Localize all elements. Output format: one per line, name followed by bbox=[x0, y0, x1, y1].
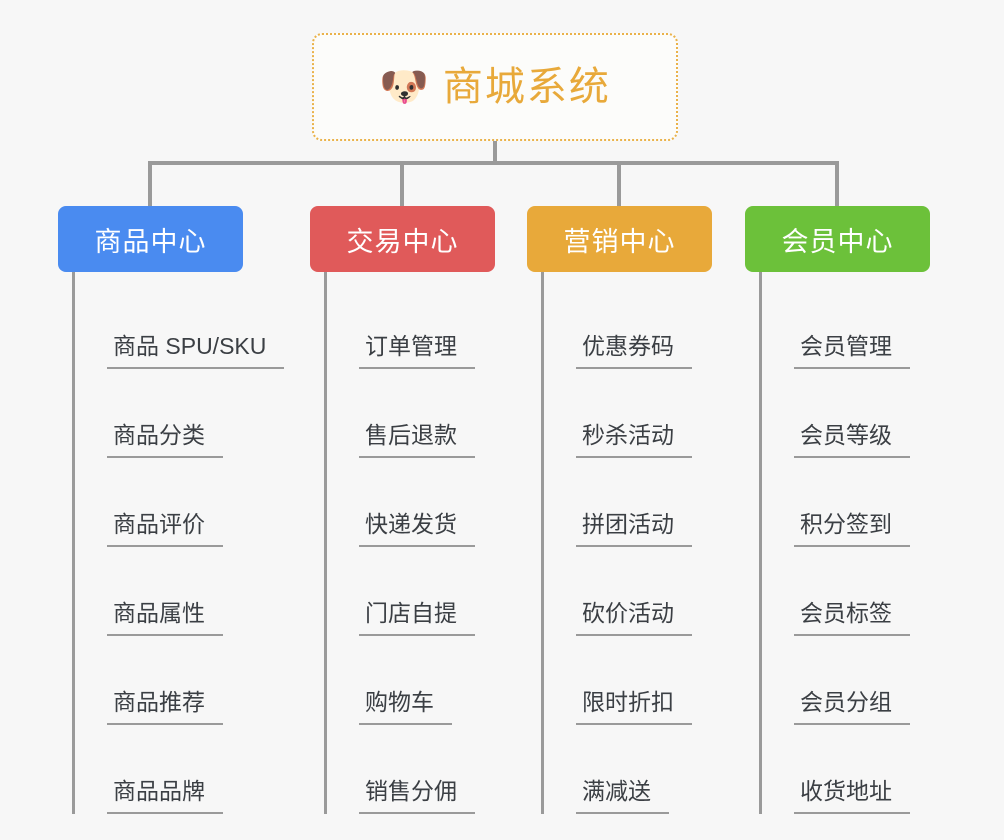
leaf-label: 售后退款 bbox=[359, 422, 475, 458]
leaf-label: 会员分组 bbox=[794, 689, 910, 725]
connector-horizontal-bus bbox=[148, 161, 839, 165]
leaf-label: 会员管理 bbox=[794, 333, 910, 369]
leaf-label: 秒杀活动 bbox=[576, 422, 692, 458]
leaf-label: 商品分类 bbox=[107, 422, 223, 458]
leaf-label: 商品 SPU/SKU bbox=[107, 333, 285, 369]
category-column-trade: 交易中心 订单管理 售后退款 快递发货 门店自提 购物车 销售分佣 bbox=[310, 206, 540, 814]
category-header-member[interactable]: 会员中心 bbox=[745, 206, 930, 272]
list-item[interactable]: 限时折扣 bbox=[544, 636, 757, 725]
leaf-label: 收货地址 bbox=[794, 778, 910, 814]
list-item[interactable]: 积分签到 bbox=[762, 458, 975, 547]
leaf-label: 商品品牌 bbox=[107, 778, 223, 814]
category-column-member: 会员中心 会员管理 会员等级 积分签到 会员标签 会员分组 收货地址 bbox=[745, 206, 975, 814]
list-item[interactable]: 拼团活动 bbox=[544, 458, 757, 547]
leaf-label: 满减送 bbox=[576, 778, 669, 814]
leaf-label: 优惠券码 bbox=[576, 333, 692, 369]
list-item[interactable]: 销售分佣 bbox=[327, 725, 540, 814]
list-item[interactable]: 商品属性 bbox=[75, 547, 288, 636]
list-item[interactable]: 商品分类 bbox=[75, 369, 288, 458]
leaf-label: 限时折扣 bbox=[576, 689, 692, 725]
category-column-marketing: 营销中心 优惠券码 秒杀活动 拼团活动 砍价活动 限时折扣 满减送 bbox=[527, 206, 757, 814]
list-item[interactable]: 快递发货 bbox=[327, 458, 540, 547]
root-node-title: 商城系统 bbox=[442, 65, 611, 109]
leaf-label: 积分签到 bbox=[794, 511, 910, 547]
leaf-label: 销售分佣 bbox=[359, 778, 475, 814]
connector-drop-1 bbox=[148, 163, 152, 206]
branch-trade: 订单管理 售后退款 快递发货 门店自提 购物车 销售分佣 bbox=[324, 272, 540, 814]
connector-drop-3 bbox=[617, 163, 621, 206]
connector-drop-4 bbox=[835, 163, 839, 206]
leaf-label: 商品属性 bbox=[107, 600, 223, 636]
branch-product: 商品 SPU/SKU 商品分类 商品评价 商品属性 商品推荐 商品品牌 bbox=[72, 272, 288, 814]
list-item[interactable]: 秒杀活动 bbox=[544, 369, 757, 458]
leaf-label: 商品评价 bbox=[107, 511, 223, 547]
leaf-label: 购物车 bbox=[359, 689, 452, 725]
leaf-label: 会员标签 bbox=[794, 600, 910, 636]
leaf-label: 会员等级 bbox=[794, 422, 910, 458]
leaf-label: 订单管理 bbox=[359, 333, 475, 369]
list-item[interactable]: 会员分组 bbox=[762, 636, 975, 725]
leaf-label: 砍价活动 bbox=[576, 600, 692, 636]
category-header-label: 会员中心 bbox=[781, 226, 894, 257]
list-item[interactable]: 商品 SPU/SKU bbox=[75, 280, 288, 369]
list-item[interactable]: 商品评价 bbox=[75, 458, 288, 547]
leaf-label: 快递发货 bbox=[359, 511, 475, 547]
list-item[interactable]: 收货地址 bbox=[762, 725, 975, 814]
category-header-label: 营销中心 bbox=[563, 226, 676, 257]
list-item[interactable]: 优惠券码 bbox=[544, 280, 757, 369]
list-item[interactable]: 会员标签 bbox=[762, 547, 975, 636]
root-node[interactable]: 🐶 商城系统 bbox=[312, 33, 678, 141]
connector-drop-2 bbox=[400, 163, 404, 206]
leaf-label: 商品推荐 bbox=[107, 689, 223, 725]
dog-face-icon: 🐶 bbox=[379, 65, 429, 109]
list-item[interactable]: 砍价活动 bbox=[544, 547, 757, 636]
list-item[interactable]: 会员等级 bbox=[762, 369, 975, 458]
list-item[interactable]: 售后退款 bbox=[327, 369, 540, 458]
category-header-marketing[interactable]: 营销中心 bbox=[527, 206, 712, 272]
category-header-label: 交易中心 bbox=[346, 226, 459, 257]
list-item[interactable]: 满减送 bbox=[544, 725, 757, 814]
category-header-label: 商品中心 bbox=[94, 226, 207, 257]
branch-member: 会员管理 会员等级 积分签到 会员标签 会员分组 收货地址 bbox=[759, 272, 975, 814]
list-item[interactable]: 门店自提 bbox=[327, 547, 540, 636]
branch-marketing: 优惠券码 秒杀活动 拼团活动 砍价活动 限时折扣 满减送 bbox=[541, 272, 757, 814]
list-item[interactable]: 购物车 bbox=[327, 636, 540, 725]
leaf-label: 拼团活动 bbox=[576, 511, 692, 547]
category-column-product: 商品中心 商品 SPU/SKU 商品分类 商品评价 商品属性 商品推荐 商品品牌 bbox=[58, 206, 288, 814]
category-header-trade[interactable]: 交易中心 bbox=[310, 206, 495, 272]
list-item[interactable]: 订单管理 bbox=[327, 280, 540, 369]
connector-root-stem bbox=[493, 141, 497, 163]
list-item[interactable]: 商品品牌 bbox=[75, 725, 288, 814]
leaf-label: 门店自提 bbox=[359, 600, 475, 636]
category-header-product[interactable]: 商品中心 bbox=[58, 206, 243, 272]
list-item[interactable]: 会员管理 bbox=[762, 280, 975, 369]
list-item[interactable]: 商品推荐 bbox=[75, 636, 288, 725]
